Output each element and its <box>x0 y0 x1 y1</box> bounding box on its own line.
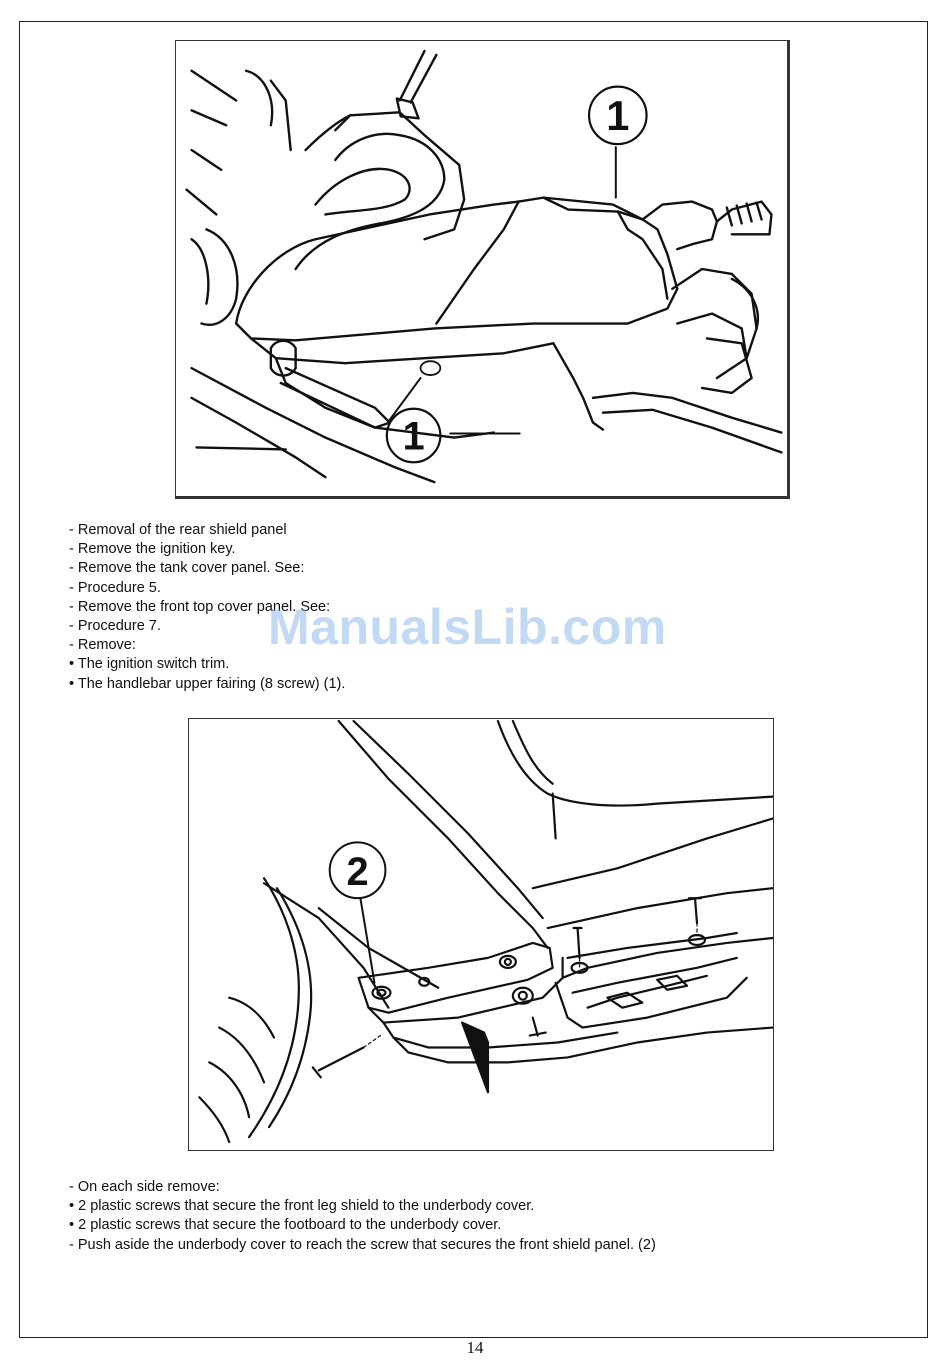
watermark: ManualsLib.com <box>268 599 667 655</box>
underbody-cover-drawing: 2 <box>198 719 773 1144</box>
instruction-line: • The handlebar upper fairing (8 screw) … <box>69 675 346 692</box>
instruction-line: - Removal of the rear shield panel <box>69 522 287 538</box>
callout-2: 2 <box>347 850 369 894</box>
instruction-line: - Procedure 7. <box>69 618 161 635</box>
instruction-line: - Remove the tank cover panel. See: <box>69 560 305 577</box>
instructions-underbody: - On each side remove: • 2 plastic screw… <box>69 1178 656 1255</box>
instruction-line: • 2 plastic screws that secure the footb… <box>69 1217 502 1234</box>
instruction-line: - Remove the ignition key. <box>69 541 236 558</box>
instruction-line: • The ignition switch trim. <box>69 656 230 673</box>
instruction-line: - Remove the front top cover panel. See: <box>69 598 331 615</box>
instructions-rear-shield: - Removal of the rear shield panel - Rem… <box>69 521 345 694</box>
figure-handlebar-fairing: 1 1 <box>175 40 790 499</box>
handlebar-fairing-drawing: 1 1 <box>185 49 783 484</box>
instruction-line: - On each side remove: <box>69 1179 220 1195</box>
figure-underbody-cover: 2 <box>188 718 774 1151</box>
instruction-line: - Procedure 5. <box>69 579 161 596</box>
page-border <box>19 21 928 1338</box>
instruction-line: - Remove: <box>69 637 136 654</box>
callout-1-bottom: 1 <box>403 414 425 458</box>
instruction-line: - Push aside the underbody cover to reac… <box>69 1236 656 1253</box>
instruction-line: • 2 plastic screws that secure the front… <box>69 1198 535 1215</box>
page-number: 14 <box>466 1338 484 1357</box>
callout-1-top: 1 <box>606 92 629 139</box>
